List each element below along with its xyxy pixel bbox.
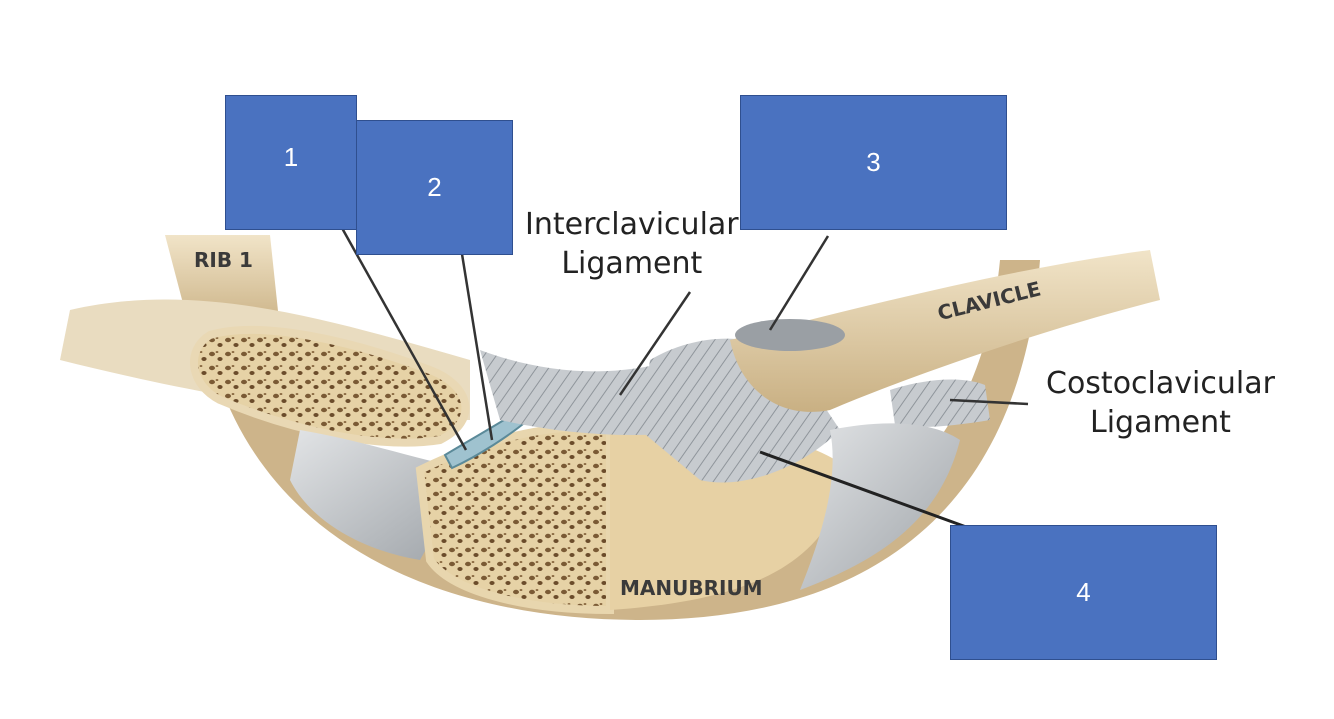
leader-line-3 — [768, 235, 830, 331]
rib-cross-section — [190, 325, 470, 447]
label-box-4-text: 4 — [1076, 577, 1091, 607]
costoclavicular-ligament-label: Costoclavicular Ligament — [1046, 364, 1275, 442]
label-box-1-text: 1 — [283, 142, 299, 172]
costoclavicular-text: Costoclavicular Ligament — [1046, 366, 1275, 440]
label-box-2[interactable]: 2 — [356, 120, 513, 255]
manubrium-surface — [610, 426, 850, 610]
label-box-4[interactable]: 4 — [950, 525, 1217, 660]
leader-line-1 — [340, 227, 468, 451]
label-box-2-text: 2 — [427, 172, 442, 202]
leader-line-costoclavicular — [949, 398, 1029, 406]
clavicle — [730, 250, 1160, 412]
clavicle-articular-surface — [735, 319, 845, 351]
label-box-3-text: 3 — [866, 147, 881, 177]
label-box-3[interactable]: 3 — [740, 95, 1007, 230]
label-box-1[interactable]: 1 — [225, 95, 357, 230]
manubrium-label: MANUBRIUM — [620, 576, 763, 600]
rib-1-label: RIB 1 — [194, 248, 253, 272]
interclavicular-ligament-label: Interclavicular Ligament — [525, 205, 739, 283]
right-posterior-rim — [800, 423, 960, 590]
costoclavicular-ligament — [890, 379, 990, 428]
leader-line-2 — [460, 253, 494, 441]
leader-line-4 — [759, 450, 981, 534]
interclavicular-text: Interclavicular Ligament — [525, 207, 739, 281]
leader-line-interclavicular — [618, 291, 692, 396]
